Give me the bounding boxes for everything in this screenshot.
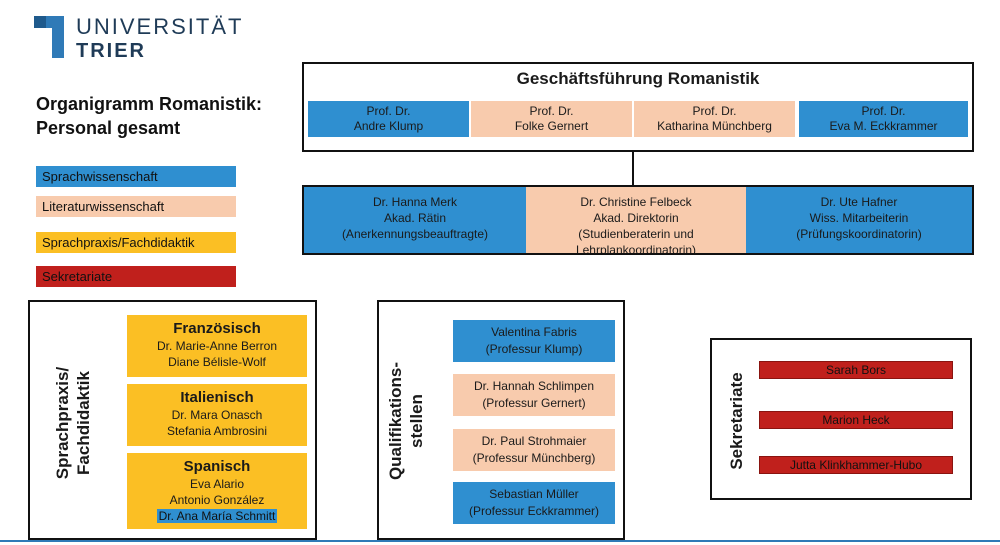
- qualifikation-item: Valentina Fabris (Professur Klump): [453, 320, 615, 362]
- sekretariate-panel: Sekretariate Sarah Bors Marion Heck Jutt…: [710, 338, 972, 500]
- sprachpraxis-label: Sprachpraxis/ Fachdidaktik: [52, 343, 94, 503]
- staff-position: Akad. Rätin: [383, 211, 447, 225]
- member-title: Prof. Dr.: [861, 104, 906, 118]
- staff-name: Dr. Hanna Merk: [372, 195, 458, 209]
- sekretariat-item: Jutta Klinkhammer-Hubo: [759, 456, 953, 474]
- qualifikation-label-line2: stellen: [407, 394, 426, 448]
- qualifikation-name: Dr. Paul Strohmaier: [481, 434, 587, 448]
- logo-text-university: UNIVERSITÄT: [76, 14, 244, 39]
- page-title-line2: Personal gesamt: [36, 118, 181, 138]
- language-person-highlighted: Dr. Ana María Schmitt: [156, 509, 278, 523]
- qualifikation-item: Dr. Paul Strohmaier (Professur Münchberg…: [453, 429, 615, 471]
- management-member: Prof. Dr. Katharina Münchberg: [634, 101, 795, 137]
- member-title: Prof. Dr.: [692, 104, 737, 118]
- legend-item-sekretariate: Sekretariate: [36, 266, 236, 287]
- language-group-italian: Italienisch Dr. Mara Onasch Stefania Amb…: [127, 384, 307, 446]
- bottom-divider: [0, 540, 1000, 542]
- sprachpraxis-label-line1: Sprachpraxis/: [53, 366, 72, 480]
- language-title: Französisch: [173, 320, 261, 337]
- management-member: Prof. Dr. Folke Gernert: [471, 101, 632, 137]
- qualifikation-name: Dr. Hannah Schlimpen: [473, 379, 595, 393]
- staff-name: Dr. Ute Hafner: [820, 195, 898, 209]
- staff-role: (Prüfungskoordinatorin): [796, 227, 922, 241]
- member-name: Andre Klump: [353, 119, 424, 133]
- staff-role: (Studienberaterin und: [578, 227, 694, 241]
- qualifikation-chair: (Professur Gernert): [482, 396, 586, 410]
- language-title: Italienisch: [180, 389, 254, 406]
- management-title: Geschäftsführung Romanistik: [516, 69, 760, 88]
- staff-member: Dr. Ute Hafner Wiss. Mitarbeiterin (Prüf…: [746, 187, 972, 253]
- member-title: Prof. Dr.: [529, 104, 574, 118]
- language-person: Eva Alario: [189, 477, 245, 491]
- legend-item-sprachpraxis: Sprachpraxis/Fachdidaktik: [36, 232, 236, 253]
- qualifikation-panel: Qualifikations- stellen Valentina Fabris…: [377, 300, 625, 540]
- legend-item-sprachwissenschaft: Sprachwissenschaft: [36, 166, 236, 187]
- sekretariat-item: Sarah Bors: [759, 361, 953, 379]
- staff-position: Wiss. Mitarbeiterin: [809, 211, 909, 225]
- member-name: Folke Gernert: [514, 119, 589, 133]
- staff-role-cont: Lehrplankoordinatorin): [575, 243, 697, 255]
- language-person: Diane Bélisle-Wolf: [168, 355, 266, 369]
- language-person: Dr. Mara Onasch: [171, 408, 263, 422]
- management-box: Geschäftsführung Romanistik Prof. Dr. An…: [302, 62, 974, 152]
- qualifikation-item: Sebastian Müller (Professur Eckkrammer): [453, 482, 615, 524]
- language-group-spanish: Spanisch Eva Alario Antonio González Dr.…: [127, 453, 307, 529]
- qualifikation-name: Valentina Fabris: [491, 325, 577, 339]
- staff-role: (Anerkennungsbeauftragte): [341, 227, 489, 241]
- member-name: Katharina Münchberg: [657, 119, 772, 133]
- language-person: Dr. Marie-Anne Berron: [156, 339, 278, 353]
- sekretariat-item: Marion Heck: [759, 411, 953, 429]
- logo-text-city: TRIER: [76, 40, 146, 62]
- management-member: Prof. Dr. Eva M. Eckkrammer: [799, 101, 968, 137]
- sprachpraxis-label-line2: Fachdidaktik: [74, 371, 93, 475]
- staff-member: Dr. Hanna Merk Akad. Rätin (Anerkennungs…: [304, 187, 526, 253]
- university-logo-icon: [34, 16, 64, 58]
- qualifikation-label-line1: Qualifikations-: [386, 361, 405, 481]
- staff-box: Dr. Hanna Merk Akad. Rätin (Anerkennungs…: [302, 185, 974, 255]
- staff-member: Dr. Christine Felbeck Akad. Direktorin (…: [526, 187, 746, 255]
- qualifikation-chair: (Professur Münchberg): [472, 451, 596, 465]
- language-person: Stefania Ambrosini: [166, 424, 268, 438]
- page-title: Organigramm Romanistik: Personal gesamt: [36, 92, 262, 140]
- management-member: Prof. Dr. Andre Klump: [308, 101, 469, 137]
- staff-name: Dr. Christine Felbeck: [580, 195, 692, 209]
- staff-position: Akad. Direktorin: [593, 211, 679, 225]
- qualifikation-chair: (Professur Eckkrammer): [468, 504, 599, 518]
- qualifikation-item: Dr. Hannah Schlimpen (Professur Gernert): [453, 374, 615, 416]
- legend-item-literaturwissenschaft: Literaturwissenschaft: [36, 196, 236, 217]
- member-name: Eva M. Eckkrammer: [829, 119, 938, 133]
- sekretariate-label: Sekretariate: [727, 372, 746, 470]
- qualifikation-name: Sebastian Müller: [489, 487, 579, 501]
- language-group-french: Französisch Dr. Marie-Anne Berron Diane …: [127, 315, 307, 377]
- qualifikation-chair: (Professur Klump): [485, 342, 583, 356]
- language-person: Antonio González: [169, 493, 265, 507]
- qualifikation-label: Qualifikations- stellen: [385, 346, 427, 496]
- language-title: Spanisch: [183, 458, 251, 475]
- sprachpraxis-panel: Sprachpraxis/ Fachdidaktik Französisch D…: [28, 300, 317, 540]
- page-title-line1: Organigramm Romanistik:: [36, 94, 263, 114]
- connector-line: [632, 152, 634, 187]
- member-title: Prof. Dr.: [366, 104, 411, 118]
